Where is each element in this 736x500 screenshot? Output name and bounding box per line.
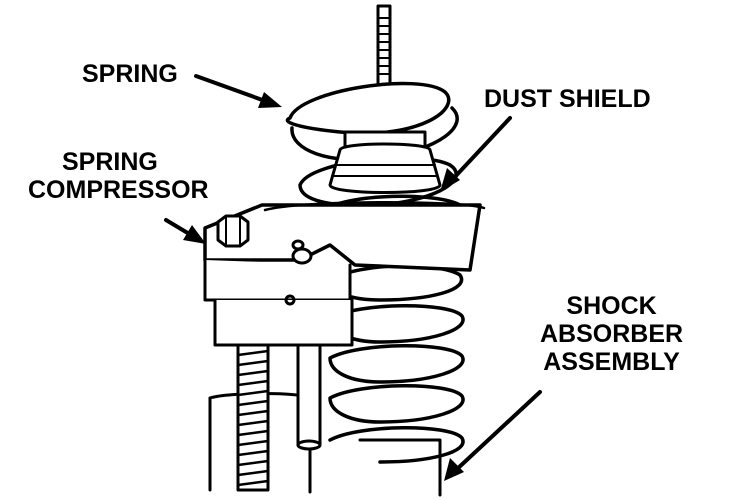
arrow-spring	[194, 74, 270, 104]
label-shock-absorber-assembly: SHOCK ABSORBER ASSEMBLY	[540, 292, 683, 376]
arrow-shock	[454, 390, 542, 472]
label-shock-line3: ASSEMBLY	[543, 348, 680, 376]
label-spring-compressor-line1: SPRING	[62, 148, 158, 176]
label-dust-shield: DUST SHIELD	[484, 85, 651, 113]
arrow-dust-shield	[450, 116, 512, 182]
lower-coils	[316, 194, 465, 464]
label-shock-line1: SHOCK	[566, 292, 657, 320]
leader-arrows	[164, 74, 542, 472]
arrow-heads	[183, 92, 464, 481]
label-spring-compressor: SPRING COMPRESSOR	[28, 148, 209, 204]
label-spring: SPRING	[82, 60, 178, 88]
label-spring-compressor-line2: COMPRESSOR	[28, 176, 209, 204]
strut-rod	[376, 4, 392, 108]
dust-shield	[328, 130, 442, 194]
label-shock-line2: ABSORBER	[540, 320, 684, 348]
compressor-tool	[203, 200, 486, 492]
